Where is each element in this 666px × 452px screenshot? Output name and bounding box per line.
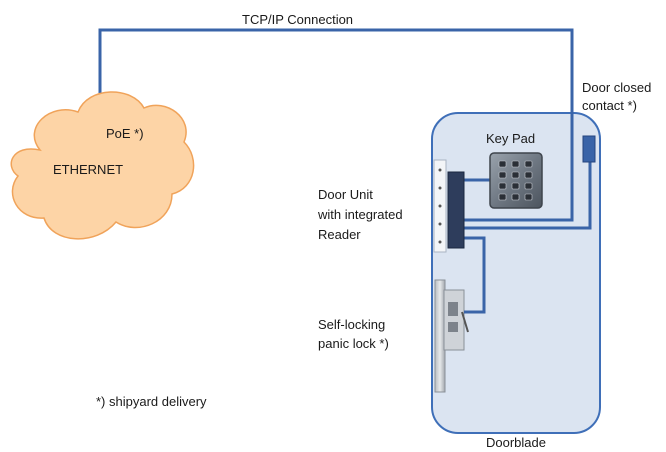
poe-label: PoE *) bbox=[106, 126, 144, 141]
panic-lock bbox=[434, 279, 469, 393]
keypad-label: Key Pad bbox=[486, 131, 536, 146]
tcpip-wire bbox=[98, 28, 574, 222]
door-contact-label-line2: contact *) bbox=[582, 98, 637, 113]
ethernet-label: ETHERNET bbox=[53, 162, 124, 177]
keypad bbox=[489, 152, 543, 209]
panic-lock-label-line1: Self-locking bbox=[318, 317, 386, 332]
door-unit-reader bbox=[447, 171, 465, 249]
lock-wire bbox=[462, 236, 486, 314]
footnote: *) shipyard delivery bbox=[96, 394, 207, 409]
contact-wire bbox=[462, 162, 592, 230]
door-unit-label-line1: Door Unit bbox=[318, 187, 373, 202]
doorblade bbox=[431, 112, 601, 434]
door-contact-label-line1: Door closed bbox=[582, 80, 652, 95]
tcpip-connection-label: TCP/IP Connection bbox=[242, 12, 354, 27]
wiring bbox=[98, 28, 592, 314]
door-unit-label-line2: with integrated bbox=[318, 207, 403, 222]
ethernet-cloud bbox=[10, 91, 195, 240]
doorblade-label: Doorblade bbox=[486, 435, 546, 450]
door-closed-contact bbox=[582, 135, 596, 163]
panic-lock-label-line2: panic lock *) bbox=[318, 336, 389, 351]
door-unit-label-line3: Reader bbox=[318, 227, 361, 242]
